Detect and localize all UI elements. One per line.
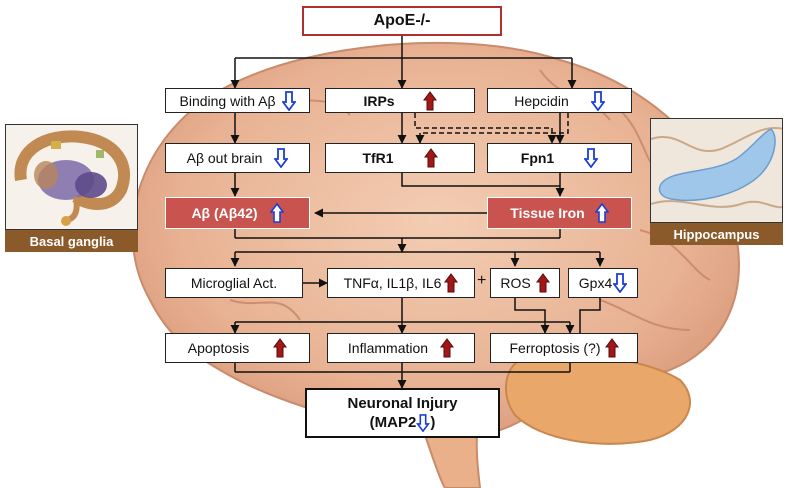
down-arrow-icon [274, 148, 289, 168]
ros-box: ROS [490, 268, 560, 298]
tfr1-label: TfR1 [362, 150, 394, 166]
up-arrow-icon [444, 273, 459, 293]
cytokines-box: TNFα, IL1β, IL6 [327, 268, 475, 298]
abeta42-box: Aβ (Aβ42) [165, 197, 310, 229]
abeta42-label: Aβ (Aβ42) [191, 205, 258, 221]
up-arrow-icon [422, 90, 437, 111]
cytokines-label: TNFα, IL1β, IL6 [343, 275, 442, 291]
up-arrow-icon [594, 203, 609, 223]
ferroptosis-label: Ferroptosis (?) [509, 340, 601, 356]
irps-box: IRPs [325, 88, 475, 113]
fpn1-label: Fpn1 [520, 150, 555, 166]
fpn1-box: Fpn1 [487, 143, 632, 173]
apoptosis-label: Apoptosis [187, 340, 250, 356]
gpx4-box: Gpx4 [568, 268, 638, 298]
tissue-iron-box: Tissue Iron [487, 197, 632, 229]
inflammation-label: Inflammation [347, 340, 429, 356]
tissue-iron-label: Tissue Iron [510, 205, 585, 221]
binding-with-abeta-box: Binding with Aβ [165, 88, 310, 113]
neuronal-injury-label: Neuronal Injury [347, 395, 458, 412]
down-arrow-icon [584, 148, 599, 168]
up-arrow-icon [535, 273, 550, 293]
apoe-knockout-box: ApoE-/- [302, 6, 502, 36]
gpx4-label: Gpx4 [578, 275, 613, 291]
basal-ganglia-panel [5, 124, 138, 230]
hippocampus-panel [650, 118, 783, 223]
hippocampus-label: Hippocampus [650, 223, 783, 245]
inflammation-box: Inflammation [327, 333, 475, 363]
microglial-label: Microglial Act. [190, 275, 278, 291]
abeta-out-label: Aβ out brain [186, 150, 263, 166]
basal-ganglia-illustration [6, 125, 137, 229]
ros-label: ROS [500, 275, 531, 291]
basal-ganglia-label: Basal ganglia [5, 230, 138, 252]
tfr1-box: TfR1 [325, 143, 475, 173]
irps-label: IRPs [363, 92, 395, 109]
hepcidin-label: Hepcidin [514, 92, 569, 109]
map2-label: (MAP2 [369, 414, 417, 431]
binding-label: Binding with Aβ [179, 92, 276, 109]
microglial-activation-box: Microglial Act. [165, 268, 303, 298]
up-arrow-icon [423, 148, 438, 168]
plus-sign: + [477, 272, 487, 289]
apoe-label: ApoE-/- [373, 12, 431, 29]
down-arrow-icon [590, 90, 605, 111]
up-arrow-icon [273, 338, 288, 358]
up-arrow-icon [269, 203, 284, 223]
up-arrow-icon [604, 338, 619, 358]
map2-close: ) [430, 414, 436, 431]
down-arrow-icon [281, 90, 296, 111]
apoptosis-box: Apoptosis [165, 333, 310, 363]
ferroptosis-box: Ferroptosis (?) [490, 333, 638, 363]
hepcidin-box: Hepcidin [487, 88, 632, 113]
abeta-out-brain-box: Aβ out brain [165, 143, 310, 173]
down-arrow-icon [613, 273, 628, 293]
hippocampus-illustration [651, 119, 782, 222]
down-arrow-icon [416, 413, 431, 432]
neuronal-injury-box: Neuronal Injury (MAP2 ) [305, 388, 500, 438]
up-arrow-icon [440, 338, 455, 358]
